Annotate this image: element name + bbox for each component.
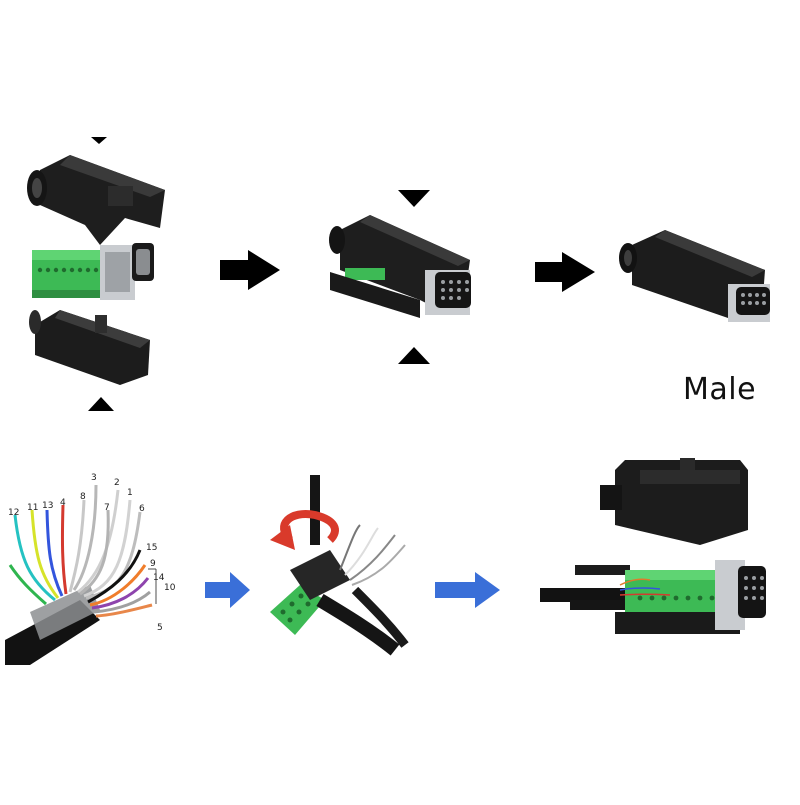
wire-number: 7 [104, 503, 110, 513]
wiring-terminal-block [270, 475, 409, 656]
wire-number: 8 [80, 492, 86, 502]
wire-number: 11 [27, 503, 38, 513]
finished-wiring-with-cover [540, 458, 766, 634]
top-shell [27, 155, 165, 245]
wire-number: 12 [8, 508, 19, 518]
triangle-up-icon [88, 397, 114, 411]
wire-number: 15 [146, 543, 157, 553]
connector-gender-label: Male [683, 372, 757, 407]
terminal-board [32, 243, 154, 300]
arrow-right-icon [535, 252, 595, 292]
wire-number: 6 [139, 504, 145, 514]
wire-number: 1 [127, 488, 133, 498]
arrow-right-icon [205, 572, 250, 608]
wire-number: 5 [157, 623, 163, 633]
top-cover [600, 458, 748, 545]
bottom-shell [29, 310, 150, 385]
wire-number-labels: 12 11 13 4 8 3 2 7 1 6 15 9 14 10 5 [8, 473, 176, 633]
partially-assembled-connector [329, 190, 471, 364]
wire-number: 14 [153, 573, 165, 583]
wire-number: 13 [42, 501, 53, 511]
wire-number: 9 [150, 559, 156, 569]
wire-number: 4 [60, 498, 66, 508]
triangle-down-icon [91, 137, 107, 144]
wire-number: 2 [114, 478, 120, 488]
wire-number: 10 [164, 583, 176, 593]
rotate-arrow-icon [280, 510, 339, 543]
arrow-right-icon [435, 572, 500, 608]
exploded-parts [27, 137, 165, 411]
triangle-up-icon [398, 347, 430, 364]
arrow-right-icon [220, 250, 280, 290]
triangle-down-icon [398, 190, 430, 207]
stripped-vga-cable: 12 11 13 4 8 3 2 7 1 6 15 9 14 10 5 [5, 473, 176, 665]
assembled-male-connector [619, 230, 770, 322]
assembled-board [540, 560, 766, 634]
wire-number: 3 [91, 473, 97, 483]
